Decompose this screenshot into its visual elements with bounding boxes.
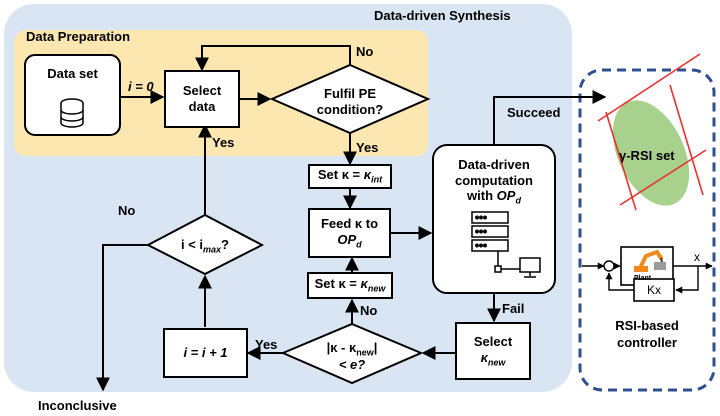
edge-label-yes-pe: Yes [356, 140, 379, 155]
compute-line2: computation [455, 172, 533, 188]
increment-box: i = i + 1 [163, 328, 248, 378]
summing-junction [603, 260, 615, 272]
edge-label-yes-conv: Yes [255, 337, 278, 352]
set-kint-prefix: Set κ = [317, 167, 364, 183]
edge-label-succeed: Succeed [507, 105, 561, 120]
rsi-ellipse [612, 100, 690, 206]
inconclusive-label: Inconclusive [38, 398, 117, 413]
caption-line1: RSI-based [615, 318, 679, 333]
controller-region [578, 68, 716, 392]
iteration-check-label: i < imax? [160, 238, 250, 255]
select-knew-var: κ [480, 349, 488, 365]
convergence-label: |κ - κnew| < e? [302, 340, 402, 373]
edge-label-yes-iter: Yes [212, 135, 235, 150]
feed-var: OP [337, 231, 357, 247]
set-knew-prefix: Set κ = [314, 276, 361, 292]
edge-label-no-iter: No [118, 203, 136, 218]
iter-check-a: i < i [180, 237, 204, 252]
preparation-title: Data Preparation [26, 29, 131, 44]
pe-line1: Fulfil PE [324, 86, 376, 101]
robot-arm-icon [634, 249, 666, 272]
compute-line3-prefix: with [467, 188, 497, 204]
rsi-set-label: γ-RSI set [619, 148, 675, 163]
compute-var: OP [496, 188, 516, 204]
edge-label-init: i = 0 [128, 79, 154, 94]
set-knew-var: κ [360, 276, 368, 292]
computation-label: Data-driven computation with OPd [433, 157, 555, 207]
output-label: x [694, 250, 700, 264]
feed-line1: Feed κ to [320, 216, 379, 231]
synthesis-title: Data-driven Synthesis [374, 8, 511, 23]
iter-check-b: ? [221, 237, 229, 252]
edge-label-no-pe: No [356, 44, 374, 59]
set-kappa-new-box: Set κ = κnew [307, 272, 393, 299]
compute-line1: Data-driven [458, 157, 530, 172]
controller-caption: RSI-based controller [585, 318, 709, 352]
conv-line2: < e? [338, 356, 366, 372]
dataset-box [24, 54, 121, 136]
edge-check-no [96, 244, 148, 392]
database-icon [60, 98, 84, 128]
rsi-set-figure [597, 53, 707, 211]
gain-label: Kx [646, 283, 661, 297]
edge-label-fail: Fail [502, 301, 525, 316]
edge-pe-no [195, 45, 351, 72]
iter-check-sub: max [203, 244, 222, 255]
compute-sub: d [515, 195, 521, 206]
edges [96, 45, 607, 392]
convergence-diamond [280, 322, 424, 385]
edge-succeed [493, 90, 607, 145]
feedback-loop [582, 246, 713, 302]
set-kappa-int-box: Set κ = κint [308, 164, 392, 189]
increment-label: i = i + 1 [183, 345, 228, 361]
edge-label-no-conv: No [360, 303, 378, 318]
select-knew-line1: Select [473, 334, 513, 349]
set-kint-sub: int [371, 174, 383, 185]
pe-line2: condition? [316, 101, 384, 117]
dataset-label: Data set [47, 66, 98, 81]
set-knew-sub: new [367, 283, 386, 294]
iteration-check-diamond [145, 213, 265, 276]
conv-line1-b: | [373, 340, 378, 355]
caption-line2: controller [617, 334, 677, 350]
plant-label: Plant [634, 275, 652, 282]
conv-line1-sub: new [356, 347, 374, 358]
select-data-line2: data [188, 99, 216, 114]
feed-sub: d [356, 239, 362, 250]
set-kint-var: κ [363, 167, 372, 183]
server-icon [471, 211, 541, 278]
select-knew-sub: new [487, 357, 506, 368]
conv-line1-a: |κ - κ [326, 340, 357, 355]
select-data-line1: Select [182, 83, 222, 99]
